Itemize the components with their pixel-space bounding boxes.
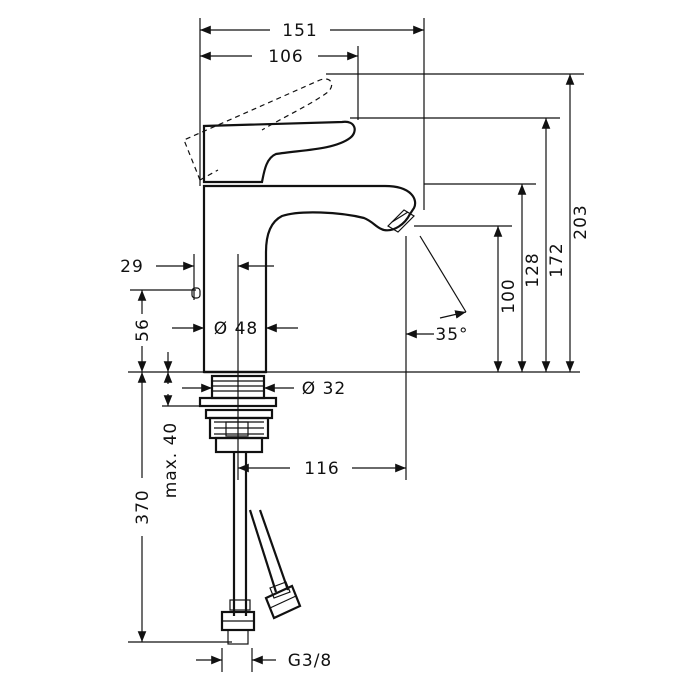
faucet-body	[202, 184, 417, 374]
dim-116: 116	[304, 459, 339, 479]
dim-max-40: max. 40	[161, 422, 181, 498]
supply-hoses	[220, 452, 302, 645]
dim-106: 106	[268, 47, 303, 67]
dim-56: 56	[133, 318, 153, 342]
dim-370: 370	[133, 489, 153, 524]
dim-diameter-32: Ø 32	[302, 379, 346, 399]
dim-203: 203	[571, 204, 591, 239]
dim-angle-35: 35°	[435, 325, 468, 345]
dimension-labels: 151 106 203 172 128 100 29 56 Ø 48 35° Ø…	[120, 21, 591, 671]
popup-rod	[191, 287, 201, 299]
dim-100: 100	[499, 278, 519, 313]
extension-lines	[128, 18, 584, 672]
dim-diameter-48: Ø 48	[214, 319, 258, 339]
dim-128: 128	[523, 252, 543, 287]
dimension-lines	[137, 25, 575, 665]
handle-lever	[202, 120, 356, 184]
dim-thread-g38: G3/8	[288, 651, 333, 671]
handle-raised-dashed	[183, 78, 333, 181]
dim-29: 29	[120, 257, 144, 277]
dim-151: 151	[282, 21, 317, 41]
dim-172: 172	[547, 242, 567, 277]
